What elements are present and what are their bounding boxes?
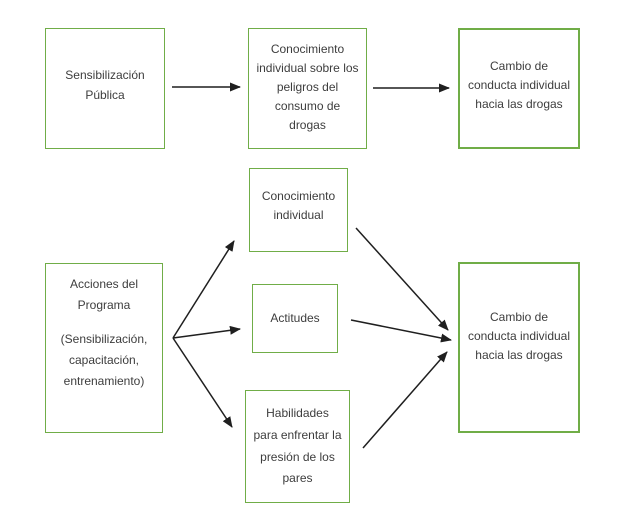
box-behavior-change-bottom: Cambio de conducta individual hacia las … — [458, 262, 580, 433]
box-public-awareness-label: Sensibilización Pública — [65, 68, 145, 102]
arrow-attitudes-to-change — [350, 319, 452, 343]
arrow-actions-to-knowledge — [172, 240, 235, 339]
arrow-actions-to-attitudes — [172, 325, 241, 339]
arrow-knowledge-to-change — [355, 227, 449, 331]
box-behavior-change-top-label: Cambio de conducta individual hacia las … — [467, 58, 571, 112]
arrow-actions-to-skills — [172, 337, 233, 428]
box-public-awareness: Sensibilización Pública — [45, 28, 165, 149]
box-attitudes: Actitudes — [252, 284, 338, 353]
box-program-actions: Acciones del Programa (Sensibilización, … — [45, 263, 163, 433]
box-attitudes-label: Actitudes — [270, 310, 320, 325]
box-individual-knowledge-dangers-label: Conocimiento individual sobre los peligr… — [256, 41, 359, 133]
arrow-skills-to-change — [362, 351, 448, 449]
box-individual-knowledge-dangers: Conocimiento individual sobre los peligr… — [248, 28, 367, 149]
box-program-actions-detail: (Sensibilización, capacitación, entrenam… — [60, 332, 148, 388]
box-individual-knowledge-label: Conocimiento individual — [261, 188, 336, 222]
box-behavior-change-bottom-label: Cambio de conducta individual hacia las … — [467, 309, 571, 363]
box-peer-pressure-skills-label: Habilidades para enfrentar la presión de… — [253, 406, 342, 486]
box-behavior-change-top: Cambio de conducta individual hacia las … — [458, 28, 580, 149]
box-individual-knowledge: Conocimiento individual — [249, 168, 348, 252]
box-program-actions-title: Acciones del Programa — [69, 277, 139, 312]
box-peer-pressure-skills: Habilidades para enfrentar la presión de… — [245, 390, 350, 503]
